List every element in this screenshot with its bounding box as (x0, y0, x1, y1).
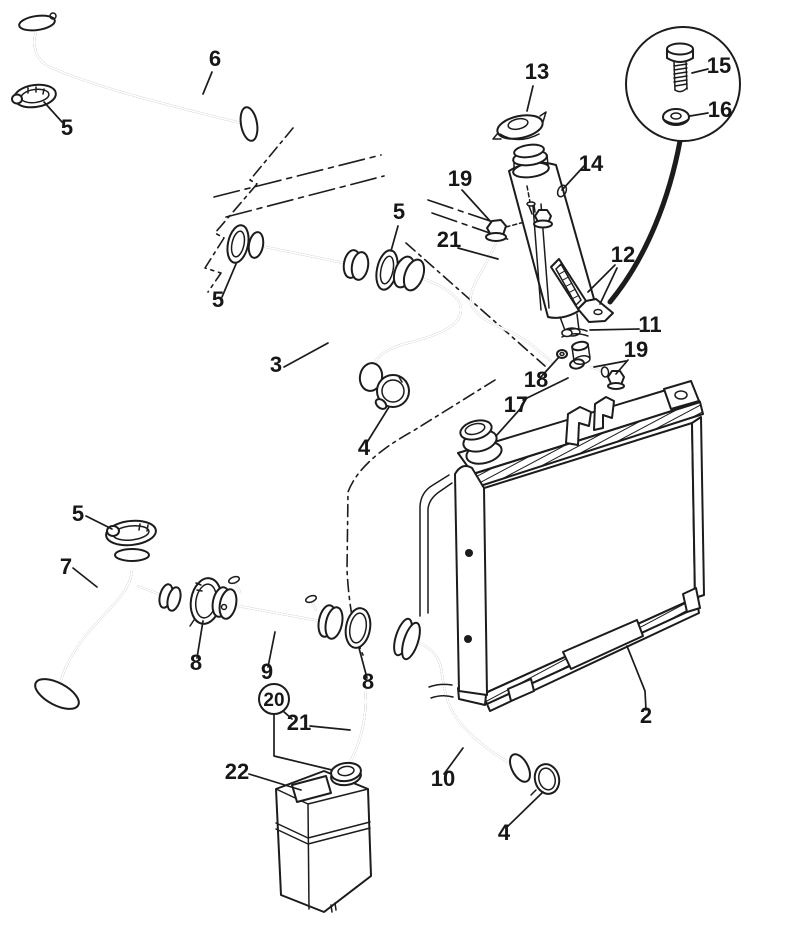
callout-7: 7 (60, 554, 72, 579)
bottle-cap (330, 761, 362, 787)
callout-5-pipe-left: 5 (212, 287, 224, 312)
retaining-clip (561, 328, 589, 338)
hose-clamp-top-left (11, 83, 57, 109)
radiator-outlet-tube (419, 474, 453, 617)
callout-5-pipe-right: 5 (393, 199, 405, 224)
callout-labels: 6 5 13 15 16 14 19 21 12 5 5 11 19 18 17… (60, 46, 732, 845)
heater-pipe (211, 575, 344, 640)
callout-17: 17 (504, 392, 528, 417)
callout-12: 12 (611, 242, 635, 267)
radiator-top-tabs (565, 396, 615, 446)
callout-19-upper: 19 (448, 166, 472, 191)
s-hose (358, 255, 463, 392)
callout-19-lower: 19 (624, 337, 648, 362)
hose-nut-left (485, 219, 507, 242)
hose-clamp-mid (374, 374, 410, 410)
hose-clamp-8-right (344, 607, 372, 649)
callout-6: 6 (209, 46, 221, 71)
callout-8-right: 8 (362, 669, 374, 694)
bolt-icon (666, 42, 694, 93)
mounting-bracket (550, 258, 614, 323)
callout-21-upper: 21 (437, 227, 461, 252)
callout-15: 15 (707, 53, 731, 78)
callout-2: 2 (640, 703, 652, 728)
radiator (419, 380, 705, 712)
callout-20: 20 (263, 690, 284, 711)
callout-11: 11 (638, 312, 661, 337)
radiator-inlet-neck (459, 419, 503, 465)
callout-8-left: 8 (190, 650, 202, 675)
callout-20-circled: 20 (258, 683, 290, 715)
callout-5-lower: 5 (72, 501, 84, 526)
expansion-bottle (275, 761, 372, 913)
overflow-elbow-fittings (556, 340, 625, 390)
callout-14: 14 (579, 151, 604, 176)
callout-3: 3 (270, 352, 282, 377)
tank-nut-right (533, 209, 553, 229)
callout-4-bottom: 4 (498, 820, 511, 845)
pipe-clamp-left (226, 224, 250, 264)
callout-4-mid: 4 (358, 435, 371, 460)
callout-10: 10 (431, 766, 455, 791)
washer-icon (662, 108, 690, 126)
hose-clamp-bottom (530, 763, 561, 796)
bulkhead-pipe (247, 231, 370, 281)
callout-18: 18 (524, 367, 548, 392)
overflow-hose-upper (469, 239, 554, 364)
callout-21-lower: 21 (287, 710, 311, 735)
lower-clamp-5 (105, 519, 157, 547)
top-hose (18, 12, 259, 142)
callout-13: 13 (525, 59, 549, 84)
bottom-hose (393, 617, 531, 783)
bottle-label-patch (291, 775, 332, 803)
overflow-hose-lower (346, 689, 367, 769)
callout-16: 16 (708, 97, 732, 122)
filler-cap (492, 111, 547, 141)
leader-lines (43, 68, 709, 829)
bypass-hose (34, 548, 182, 710)
detail-circle-leader (607, 138, 683, 305)
callout-9: 9 (261, 659, 273, 684)
radiator-side-bracket (454, 465, 488, 696)
callout-5-top-left: 5 (61, 115, 73, 140)
callout-22: 22 (225, 759, 249, 784)
detail-inset-circle (625, 26, 741, 142)
